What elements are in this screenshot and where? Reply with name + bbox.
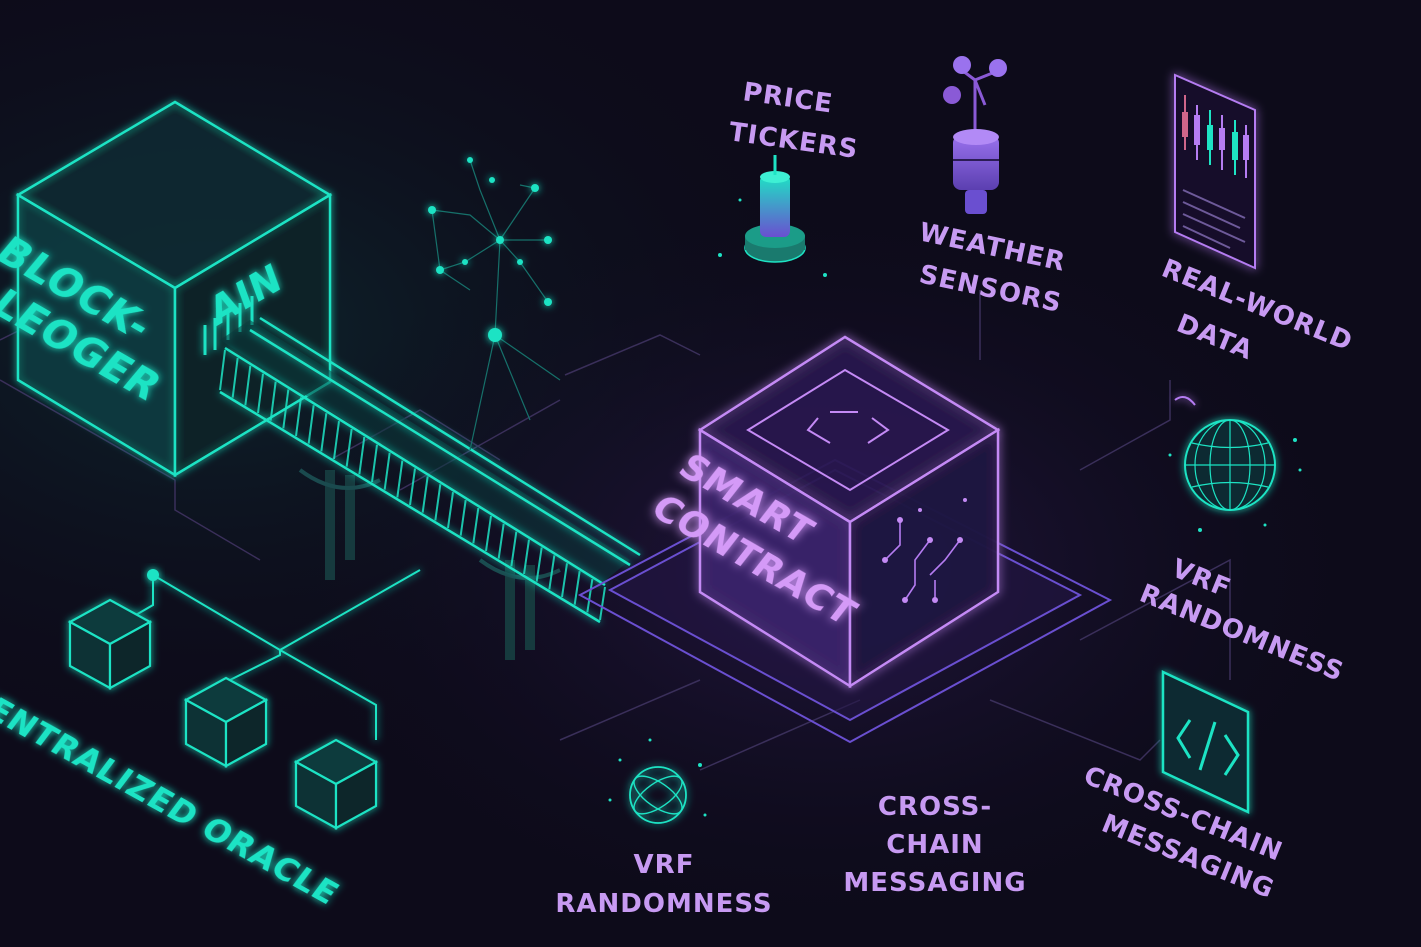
oracle-node-cube [293, 738, 379, 830]
globe-sparkles [1168, 438, 1302, 532]
vrf-bottom-line1: VRF [634, 850, 695, 880]
bridge-slat [358, 436, 366, 475]
candlestick-chart-icon [1174, 73, 1256, 270]
bridge-slat [434, 484, 442, 521]
bridge-slat [383, 452, 391, 490]
code-brackets-icon [1161, 670, 1250, 814]
bridge-slat [535, 547, 543, 582]
cross-chain-bottom-line1: CROSS- [878, 792, 992, 822]
price-ticker-icon [718, 155, 827, 277]
vrf-bottom-line2: RANDOMNESS [555, 889, 772, 919]
bridge-rails [219, 316, 641, 624]
bridge-slat [447, 492, 454, 529]
bridge-slat [586, 578, 594, 613]
bridge-slat [497, 523, 505, 559]
circuit-icon [884, 520, 961, 601]
globe-icon [1174, 395, 1276, 511]
oracle-root-node [147, 569, 159, 581]
grid-lines [0, 290, 1231, 771]
oracle-cubes [67, 598, 379, 830]
cross-chain-bottom-line2: CHAIN [886, 830, 983, 860]
bridge-slat [333, 420, 340, 460]
bridge [219, 316, 641, 660]
bridge-slat [561, 563, 568, 598]
oracle-node-cube [183, 676, 269, 768]
bridge-slat [523, 539, 530, 575]
bridge-slat [396, 460, 404, 498]
bridge-slat [510, 531, 518, 567]
bridge-slat [295, 397, 302, 437]
orbit-sphere-icon [629, 766, 687, 824]
smart-contract-cube [697, 335, 1001, 689]
bridge-slat [599, 586, 606, 621]
bridge-slat [269, 381, 277, 421]
bridge-slat [320, 413, 328, 452]
node-network-icon [428, 157, 561, 451]
bridge-slats [219, 349, 606, 621]
bridge-slat [244, 365, 252, 406]
bridge-slat [371, 444, 378, 483]
bridge-slat [219, 349, 226, 391]
weather-sensor-icon [943, 56, 1007, 214]
cross-chain-bottom-line3: MESSAGING [843, 868, 1026, 898]
bridge-slat [345, 428, 353, 467]
bridge-slat [485, 515, 492, 552]
bridge-slat [459, 499, 467, 536]
bridge-slat [472, 507, 480, 544]
bridge-slat [421, 476, 429, 513]
bridge-slat [573, 571, 581, 605]
oracle-node-cube [67, 598, 153, 690]
bridge-slat [307, 405, 315, 444]
bridge-slat [282, 389, 290, 429]
bridge-slat [231, 357, 239, 398]
bridge-slat [257, 373, 264, 414]
smart-contract-top-panel [746, 368, 950, 492]
orbit-sparkles [608, 738, 707, 817]
circuit-dots [882, 498, 967, 603]
bridge-slat [409, 468, 416, 506]
bridge-slat [548, 555, 556, 590]
